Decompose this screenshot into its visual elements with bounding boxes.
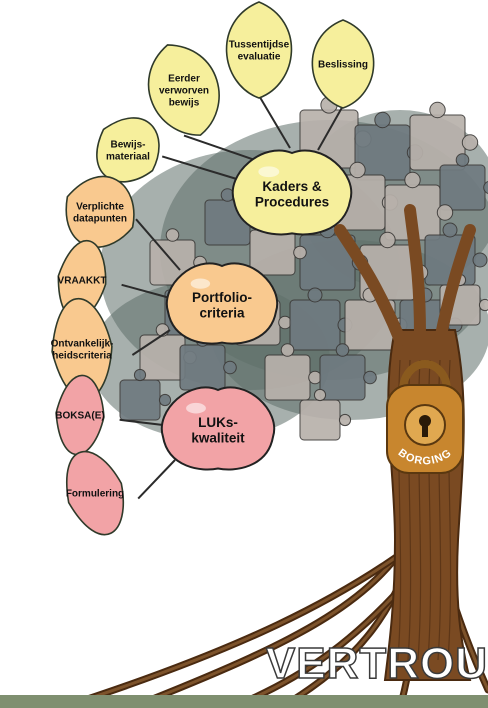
puzzle-piece	[409, 101, 479, 171]
apple-label-line: Portfolio-	[192, 290, 252, 305]
leaf-label-line: Eerder	[168, 74, 200, 85]
leaf-luks-0: BOKSA(E)	[55, 374, 105, 456]
branch	[434, 224, 476, 346]
leaf-label-line: evaluatie	[238, 51, 281, 62]
lock-icon: BORGING	[386, 360, 464, 474]
roots-banner: VERTROU	[265, 638, 488, 689]
apple-portfolio: Portfolio-criteria	[165, 262, 279, 345]
connector-line	[135, 218, 181, 271]
leaf-label-line: Formulering	[66, 489, 124, 500]
branch	[404, 204, 426, 341]
diagram-nodes: TussentijdseevaluatieBeslissingEerderver…	[51, 1, 375, 536]
leaf-shape	[66, 450, 125, 536]
leaf-shape	[55, 374, 105, 456]
connector-line	[137, 459, 176, 500]
apple-luks: LUKs-kwaliteit	[160, 386, 276, 471]
leaf-label-line: Tussentijdse	[229, 40, 290, 51]
connector-line	[121, 283, 171, 299]
puzzle-piece	[439, 153, 488, 211]
leaf-luks-1: Formulering	[66, 450, 125, 536]
leaf-shape	[96, 117, 160, 183]
leaf-shape	[147, 44, 220, 136]
leaf-shape	[225, 1, 293, 99]
trunk	[383, 329, 472, 681]
leaf-label-line: verworven	[159, 86, 209, 97]
connector-line	[131, 329, 171, 356]
leaf-label-line: materiaal	[106, 151, 150, 162]
leaf-shape	[65, 175, 135, 248]
leaf-kaders-3: Bewijs-materiaal	[96, 117, 160, 183]
puzzle-piece	[264, 343, 322, 401]
apple-label-line: kwaliteit	[191, 431, 245, 446]
apple-label-line: LUKs-	[198, 415, 238, 430]
puzzle-piece	[319, 343, 377, 401]
apple-label-line: Kaders &	[262, 179, 322, 194]
puzzle-piece	[299, 388, 352, 441]
leaf-label-line: BOKSA(E)	[55, 411, 104, 422]
leaf-shape	[311, 19, 375, 109]
leaf-label-line: heidscriteria	[52, 350, 112, 361]
leaf-label-line: Bewijs-	[110, 140, 145, 151]
leaf-label-line: Verplichte	[76, 202, 124, 213]
apple-label-line: criteria	[199, 306, 245, 321]
apple-label-line: Procedures	[255, 195, 329, 210]
branch	[334, 224, 406, 346]
leaf-label-line: datapunten	[73, 213, 127, 224]
connector-line	[258, 95, 291, 149]
connector-line	[183, 134, 256, 161]
leaf-label-line: bewijs	[169, 97, 200, 108]
apple-kaders: Kaders &Procedures	[231, 149, 353, 236]
leaf-label-line: Beslissing	[318, 60, 368, 71]
roots-label: VERTROU	[266, 639, 488, 688]
leaf-kaders-1: Beslissing	[311, 19, 375, 109]
leaf-label-line: VRAAKKT	[58, 276, 107, 287]
connector-line	[317, 105, 344, 151]
footer-strip	[0, 695, 488, 708]
connector-lines	[119, 95, 344, 500]
puzzle-piece	[119, 368, 172, 421]
connector-line	[161, 155, 241, 181]
connector-line	[119, 418, 164, 426]
lock-shackle	[399, 360, 451, 391]
leaf-label-line: Ontvankelijk-	[51, 339, 114, 350]
